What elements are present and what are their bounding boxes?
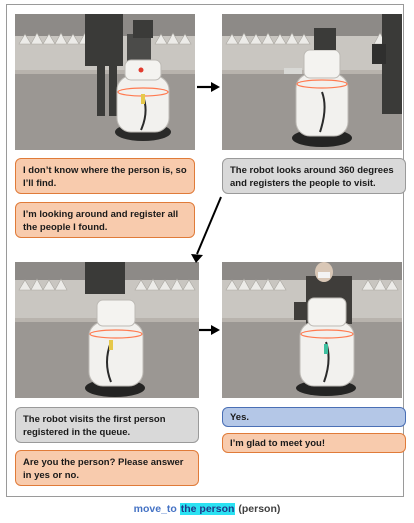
human-reply-bubble: Yes. <box>222 407 406 427</box>
command-name: move_to <box>134 503 177 515</box>
robot-speech-bubble: I don’t know where the person is, so I’l… <box>15 158 195 194</box>
arrow-diagonal-icon <box>190 196 224 264</box>
argument-type: (person) <box>238 503 280 515</box>
narration-bubble: The robot visits the first person regist… <box>15 407 199 443</box>
arrow-right-icon <box>197 81 221 93</box>
robot-speech-bubble: I’m looking around and register all the … <box>15 202 195 238</box>
arrow-right-icon <box>199 324 221 336</box>
figure-caption: move_to the person (person) <box>0 503 414 515</box>
photo-robot-meeting-person <box>222 262 402 398</box>
robot-speech-bubble: Are you the person? Please answer in yes… <box>15 450 199 486</box>
narration-bubble: The robot looks around 360 degrees and r… <box>222 158 406 194</box>
photo-robot-start <box>15 14 195 150</box>
photo-robot-visiting <box>15 262 199 398</box>
photo-robot-rotating <box>222 14 402 150</box>
robot-speech-bubble: I’m glad to meet you! <box>222 433 406 453</box>
highlighted-argument: the person <box>180 503 236 515</box>
